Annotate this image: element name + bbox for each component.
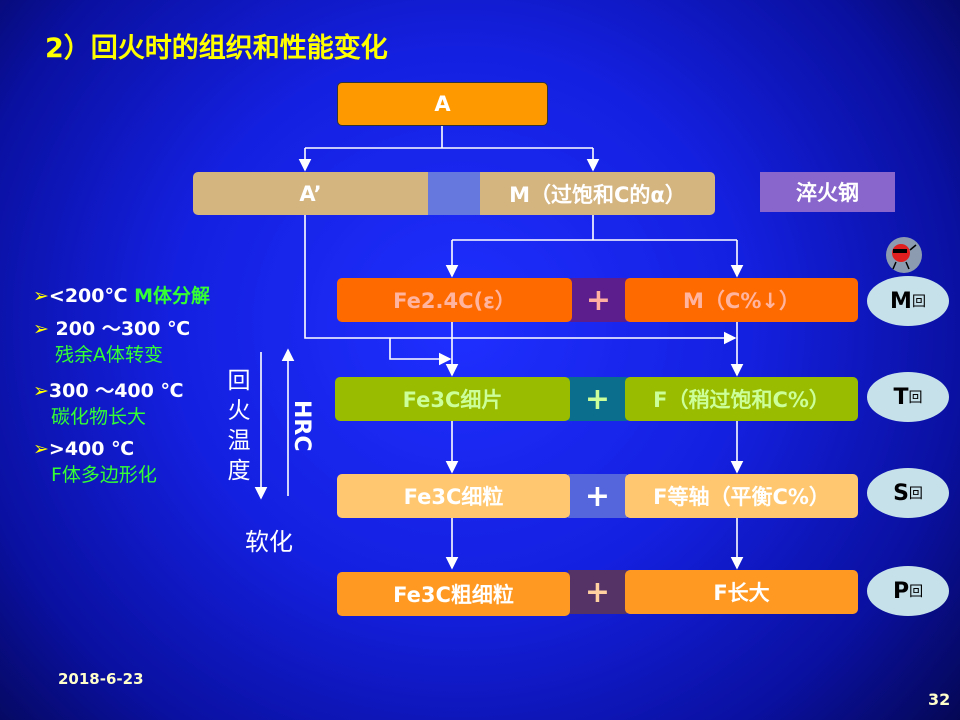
note-desc: 残余A体转变: [55, 344, 163, 366]
stage-letter: M: [890, 288, 912, 314]
note-item: ➢<200℃ M体分解: [33, 283, 210, 309]
stage-suffix: 回: [908, 390, 923, 406]
hrc-label: HRC: [289, 400, 314, 452]
note-item: ➢300 ～400 ℃ 碳化物长大: [33, 378, 183, 430]
softening-label: 软化: [245, 528, 293, 556]
ferrite-growth-box: F长大: [625, 570, 858, 614]
epsilon-carbide-box: Fe2.4C(ε）: [337, 278, 572, 322]
cementite-coarse-box: Fe3C粗细粒: [337, 572, 570, 616]
page-number: 32: [928, 690, 951, 709]
slide-title: 2）回火时的组织和性能变化: [45, 33, 388, 64]
note-temp: >400 ℃: [48, 438, 135, 460]
cementite-flake-box: Fe3C细片: [335, 377, 570, 421]
cementite-fine-grain-box: Fe3C细粒: [337, 474, 570, 518]
plus-sign: +: [568, 377, 627, 421]
bullet-arrow-icon: ➢: [33, 318, 56, 340]
plus-sign: +: [570, 278, 627, 322]
plus-sign: +: [568, 474, 627, 518]
stage-suffix: 回: [911, 294, 926, 310]
note-temp: 300 ～400 ℃: [48, 380, 184, 402]
bullet-arrow-icon: ➢: [33, 438, 49, 460]
plus-sign: +: [568, 570, 627, 614]
note-desc: F体多边形化: [51, 464, 157, 486]
note-desc: M体分解: [134, 285, 211, 307]
note-temp: <200℃: [48, 285, 128, 307]
stage-suffix: 回: [908, 486, 923, 502]
quenched-steel-label: 淬火钢: [760, 172, 895, 212]
stage-letter: P: [892, 578, 910, 604]
stage-letter: S: [893, 480, 909, 506]
stage-suffix: 回: [909, 584, 924, 600]
bullet-arrow-icon: ➢: [33, 285, 49, 307]
note-temp: 200 ～300 ℃: [55, 318, 191, 340]
ferrite-supersaturated-box: F（稍过饱和C%）: [625, 377, 858, 421]
slide-date: 2018-6-23: [58, 670, 144, 688]
note-item: ➢ 200 ～300 ℃ 残余A体转变: [33, 316, 190, 368]
note-desc: 碳化物长大: [51, 406, 147, 428]
low-carbon-martensite-box: M（C%↓）: [625, 278, 858, 322]
row-connector: [428, 172, 482, 215]
martensite-box: M（过饱和C的α）: [480, 172, 715, 215]
tempering-temperature-label: 回火温度: [227, 368, 251, 484]
stage-letter: T: [893, 384, 909, 410]
bullet-arrow-icon: ➢: [33, 380, 49, 402]
equiaxed-ferrite-box: F等轴（平衡C%）: [625, 474, 858, 518]
note-item: ➢>400 ℃ F体多边形化: [33, 436, 157, 488]
retained-austenite-box: A’: [193, 172, 428, 215]
austenite-box: A: [337, 82, 548, 126]
